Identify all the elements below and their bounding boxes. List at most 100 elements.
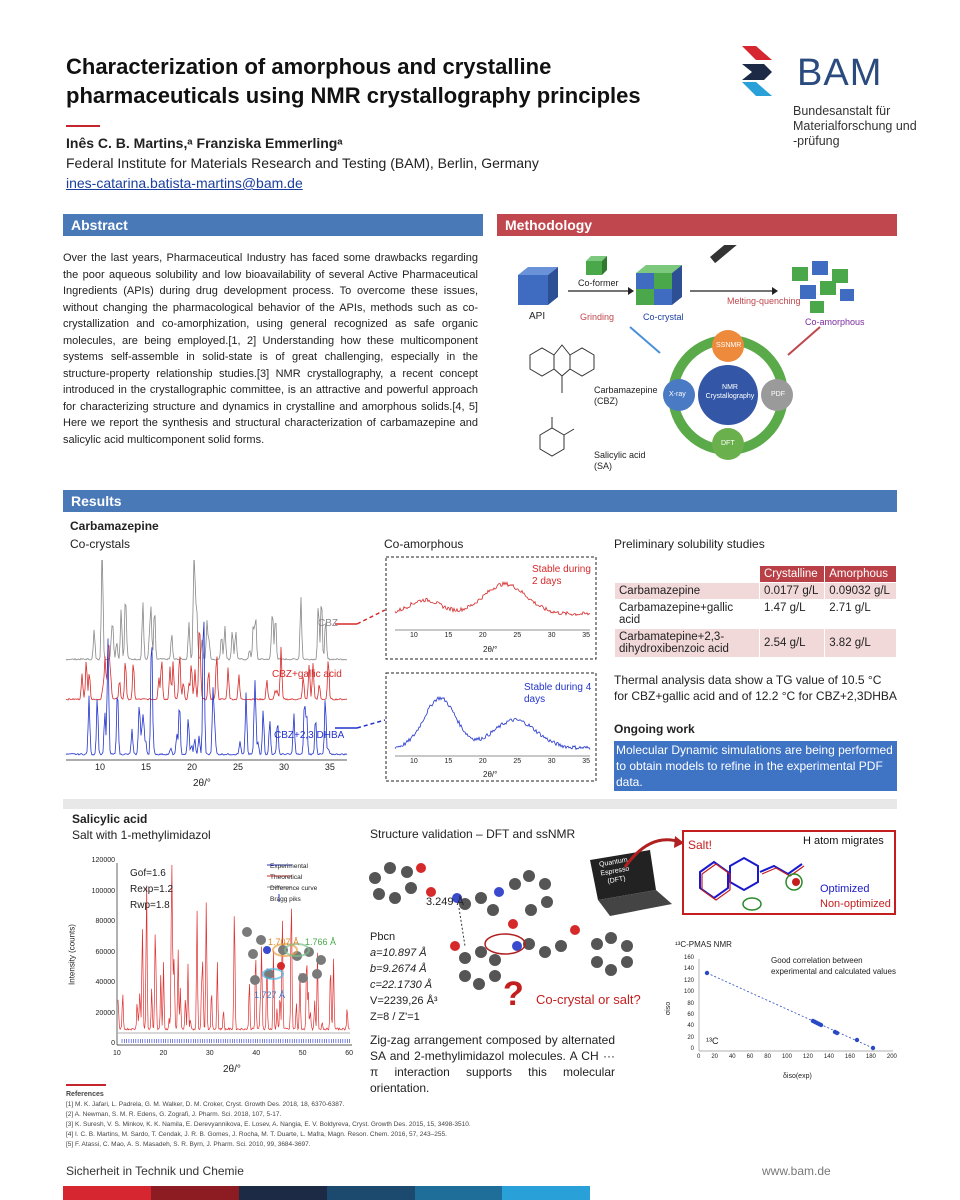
amorphous-plot-red — [385, 556, 597, 660]
nmr-center-label: NMR Crystallography — [705, 384, 755, 400]
cocrystals-subheading: Co-crystals — [70, 537, 131, 551]
sa-molecule-icon — [539, 417, 575, 457]
rietveld-xlabel: 2θ/° — [223, 1064, 241, 1075]
pdf-label: PDF — [771, 391, 785, 398]
ongoing-text: Molecular Dynamic simulations are being … — [614, 741, 897, 791]
question-mark-icon: ? — [503, 975, 524, 1013]
col-amorphous: Amorphous — [824, 565, 897, 583]
cpmas-label: ¹³C-PMAS NMR — [675, 940, 732, 949]
bam-logo-mark — [742, 46, 772, 96]
coamorphous-cubes-icon — [792, 261, 854, 313]
footer-slogan: Sicherheit in Technik und Chemie — [66, 1164, 244, 1178]
coamorphous-label: Co-amorphous — [805, 317, 865, 327]
carbamazepine-heading: Carbamazepine — [70, 519, 159, 533]
zigzag-text: Zig-zag arrangement composed by alternat… — [370, 1033, 615, 1095]
curved-arrow-icon — [623, 836, 684, 868]
ch-pi-distance: 3.249 Å — [426, 896, 464, 908]
cocrystal-label: Co-crystal — [643, 312, 684, 322]
refs-rule — [66, 1084, 106, 1086]
bam-logo-subtitle: Bundesanstalt für Materialforschung und … — [793, 104, 917, 148]
xray-label: X-ray — [669, 391, 686, 398]
coformer-label: Co-former — [578, 278, 619, 288]
crystal-structure — [369, 862, 633, 990]
correlation-point — [834, 1030, 840, 1036]
abstract-text: Over the last years, Pharmaceutical Indu… — [63, 252, 478, 446]
poster-title: Characterization of amorphous and crysta… — [66, 54, 641, 108]
nonoptimized-label: Non-optimized — [820, 898, 891, 910]
pxrd-xlabel: 2θ/° — [193, 778, 211, 789]
sa-label: Salicylic acid (SA) — [594, 450, 646, 471]
thermal-text: Thermal analysis data show a TG value of… — [614, 673, 897, 703]
footer-url[interactable]: www.bam.de — [762, 1164, 831, 1178]
ongoing-heading: Ongoing work — [614, 722, 695, 736]
coamorphous-subheading: Co-amorphous — [384, 537, 464, 551]
coformer-cube-icon — [586, 256, 607, 275]
correlation-point — [870, 1045, 876, 1051]
amorphous-xlabel-red: 2θ/° — [483, 645, 498, 654]
salt-box — [682, 830, 896, 915]
authors: Inês C. B. Martins,ᵃ Franziska Emmerling… — [66, 135, 343, 151]
bam-logo-word: BAM — [797, 52, 883, 94]
h-migrates-label: H atom migrates — [803, 835, 884, 847]
cbz-molecule-icon — [529, 344, 595, 393]
methodology-diagram — [518, 245, 854, 460]
optimized-label: Optimized — [820, 883, 870, 895]
laptop-icon — [590, 850, 672, 916]
api-cube-icon — [518, 267, 558, 305]
correlation-point — [704, 970, 710, 976]
email-link[interactable]: ines-catarina.batista-martins@bam.de — [66, 175, 303, 191]
cbz-label: Carbamazepine (CBZ) — [594, 385, 658, 406]
rietveld-plot — [116, 863, 352, 1046]
correlation-plot — [698, 959, 893, 1052]
amorphous-xlabel-blue: 2θ/° — [483, 770, 498, 779]
affiliation: Federal Institute for Materials Research… — [66, 155, 539, 171]
grinding-label: Grinding — [580, 312, 615, 322]
validation-heading: Structure validation – DFT and ssNMR — [370, 827, 576, 841]
corr-xlabel: δiso(exp) — [783, 1073, 812, 1080]
distance-3: 1.727 Å — [254, 990, 286, 1000]
inset-molecule — [242, 927, 326, 985]
ssnmr-label: SSNMR — [716, 342, 742, 349]
trace-cbz-label: CBZ — [318, 618, 338, 629]
amorphous-plot-blue — [385, 672, 597, 782]
optimized-structure — [699, 856, 805, 911]
stable-2-days: Stable during 2 days — [532, 564, 591, 587]
rietveld-ylabel: Intensity (counts) — [67, 924, 77, 985]
distance-1: 1.707 Å — [268, 937, 300, 947]
nmr-cycle-diagram — [663, 330, 793, 460]
pxrd-plot — [65, 560, 348, 761]
correlation-note: Good correlation between experimental an… — [771, 956, 896, 976]
section-divider — [63, 799, 897, 809]
solubility-heading: Preliminary solubility studies — [614, 537, 765, 551]
salt-label: Salt! — [688, 838, 713, 852]
melting-tool-icon — [710, 245, 739, 264]
correlation-point — [854, 1037, 860, 1043]
cocrystal-cube-icon — [636, 265, 682, 305]
footer-color-stripe — [63, 1186, 898, 1200]
title-underline — [66, 125, 100, 127]
dft-label: DFT — [721, 440, 735, 447]
cocrystal-or-salt: Co-crystal or salt? — [536, 992, 641, 1007]
connector-lines — [335, 609, 386, 729]
methodology-header: Methodology — [497, 214, 897, 236]
trace-gallic-label: CBZ+gallic acid — [272, 669, 342, 680]
references: References [1] M. K. Jafari, L. Padrela,… — [66, 1091, 471, 1148]
melting-label: Melting-quenching — [727, 296, 801, 306]
api-label: API — [529, 311, 546, 322]
salt-subheading: Salt with 1-methylimidazol — [72, 828, 211, 842]
corr-ylabel: σiso — [665, 1001, 673, 1016]
results-header: Results — [63, 490, 897, 512]
